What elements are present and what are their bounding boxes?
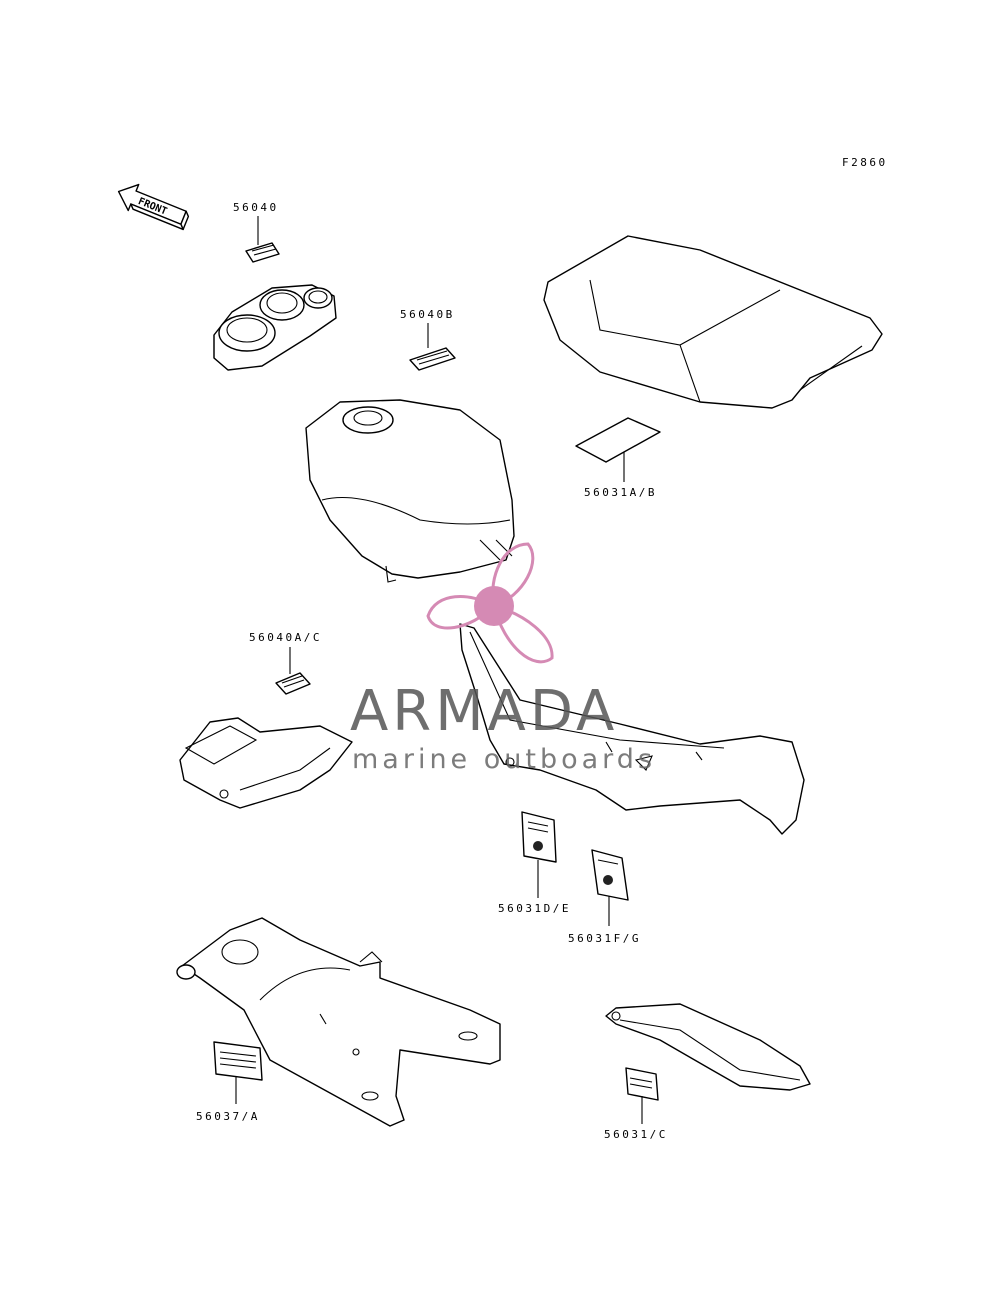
part-label-56040: 56040 <box>233 201 279 214</box>
decal-56037A <box>213 1041 263 1081</box>
watermark-title: ARMADA <box>350 679 618 744</box>
decal-56040AC <box>275 672 311 695</box>
seat <box>543 235 883 409</box>
part-label-56037A: 56037/A <box>196 1110 260 1123</box>
chain-guard <box>605 1003 811 1091</box>
watermark-subtitle: marine outboards <box>352 744 656 775</box>
decal-56031C <box>625 1067 659 1101</box>
decal-56031AB <box>575 417 661 463</box>
propeller-logo-icon <box>426 542 554 664</box>
meter-housing <box>213 284 337 371</box>
under-cover <box>179 717 353 809</box>
swingarm <box>176 917 501 1127</box>
part-label-56031AB: 56031A/B <box>584 486 657 499</box>
decal-56040B <box>409 347 456 371</box>
side-cowl <box>459 623 805 835</box>
watermark: ARMADA marine outboards <box>350 542 656 775</box>
decal-56031FG <box>591 849 629 901</box>
part-label-56031FG: 56031F/G <box>568 932 641 945</box>
part-label-56031DE: 56031D/E <box>498 902 571 915</box>
decal-56040 <box>245 242 280 263</box>
part-label-56040AC: 56040A/C <box>249 631 322 644</box>
part-label-56040B: 56040B <box>400 308 455 321</box>
part-label-56031C: 56031/C <box>604 1128 668 1141</box>
decal-56031DE <box>521 811 557 863</box>
front-arrow-icon: FRONT <box>117 183 190 231</box>
fuel-tank <box>305 399 515 583</box>
figure-code: F2860 <box>842 156 888 169</box>
